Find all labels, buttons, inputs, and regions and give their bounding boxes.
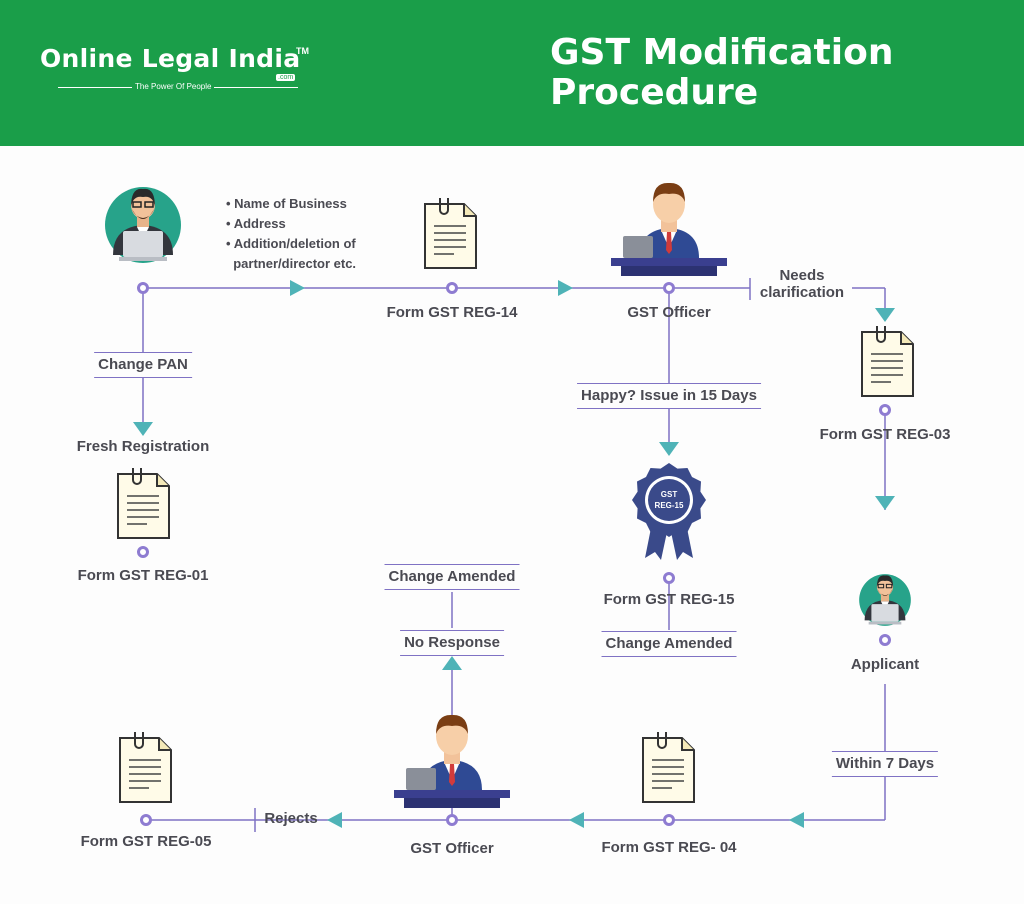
gst-officer-icon <box>611 182 727 276</box>
list-item: • Addition/deletion of <box>226 236 356 251</box>
logo-com: .com <box>276 74 296 81</box>
document-icon <box>117 467 170 539</box>
logo: Online Legal India <box>40 44 301 73</box>
arrow-right <box>558 280 573 296</box>
label-fresh-registration: Fresh Registration <box>76 438 210 455</box>
document-icon <box>861 325 914 397</box>
label-no-response: No Response <box>400 630 504 656</box>
label-form-reg05: Form GST REG-05 <box>80 833 212 850</box>
document-icon <box>642 731 695 803</box>
page-title: GST Modification Procedure <box>550 33 893 113</box>
label-form-reg04: Form GST REG- 04 <box>601 839 737 856</box>
connector-lines <box>140 278 886 832</box>
label-form-reg01: Form GST REG-01 <box>77 567 209 584</box>
arrow-down <box>875 496 895 510</box>
arrows <box>133 280 895 828</box>
list-item: • Name of Business <box>226 196 347 211</box>
change-items-list: • Name of Business • Address • Addition/… <box>226 194 356 274</box>
title-line-2: Procedure <box>550 72 759 113</box>
document-icon <box>119 731 172 803</box>
title-line-1: GST Modification <box>550 32 894 73</box>
label-gst-officer-bottom: GST Officer <box>410 840 494 857</box>
label-happy-issue: Happy? Issue in 15 Days <box>577 383 761 409</box>
label-needs-clarification: Needs clarification <box>759 267 845 301</box>
badge-text-line-2: REG-15 <box>655 501 684 510</box>
arrow-left <box>789 812 804 828</box>
label-form-reg15: Form GST REG-15 <box>603 591 735 608</box>
document-icon <box>424 197 477 269</box>
label-form-reg14: Form GST REG-14 <box>386 304 518 321</box>
header: Online Legal India TM The Power Of Peopl… <box>0 0 1024 146</box>
label-form-reg03: Form GST REG-03 <box>819 426 951 443</box>
nodes <box>137 282 891 826</box>
node-dot <box>663 814 675 826</box>
list-item: • Address <box>226 216 286 231</box>
badge-text-line-1: GST <box>661 490 678 499</box>
node-dot <box>663 572 675 584</box>
node-dot <box>446 282 458 294</box>
node-dot <box>879 634 891 646</box>
label-applicant: Applicant <box>850 656 920 673</box>
applicant-avatar-icon <box>858 573 912 627</box>
arrow-down <box>875 308 895 322</box>
arrow-down <box>659 442 679 456</box>
label-within-7-days: Within 7 Days <box>831 751 939 777</box>
arrow-left <box>569 812 584 828</box>
label-change-pan: Change PAN <box>94 352 192 378</box>
label-gst-officer-top: GST Officer <box>627 304 711 321</box>
arrow-right <box>290 280 305 296</box>
label-change-amended-right: Change Amended <box>601 631 737 657</box>
logo-trademark: TM <box>296 46 309 56</box>
arrow-up <box>442 656 462 670</box>
list-item: partner/director etc. <box>233 256 357 271</box>
label-rejects: Rejects <box>264 810 318 827</box>
node-dot <box>446 814 458 826</box>
certificate-badge-icon <box>632 463 706 560</box>
arrow-left <box>327 812 342 828</box>
node-dot <box>137 546 149 558</box>
node-dot <box>140 814 152 826</box>
arrow-down <box>133 422 153 436</box>
label-change-amended-left: Change Amended <box>384 564 520 590</box>
logo-tagline: The Power Of People <box>132 82 215 91</box>
applicant-avatar-icon <box>104 186 182 264</box>
node-dot <box>137 282 149 294</box>
gst-officer-icon <box>394 714 510 808</box>
node-dot <box>663 282 675 294</box>
node-dot <box>879 404 891 416</box>
